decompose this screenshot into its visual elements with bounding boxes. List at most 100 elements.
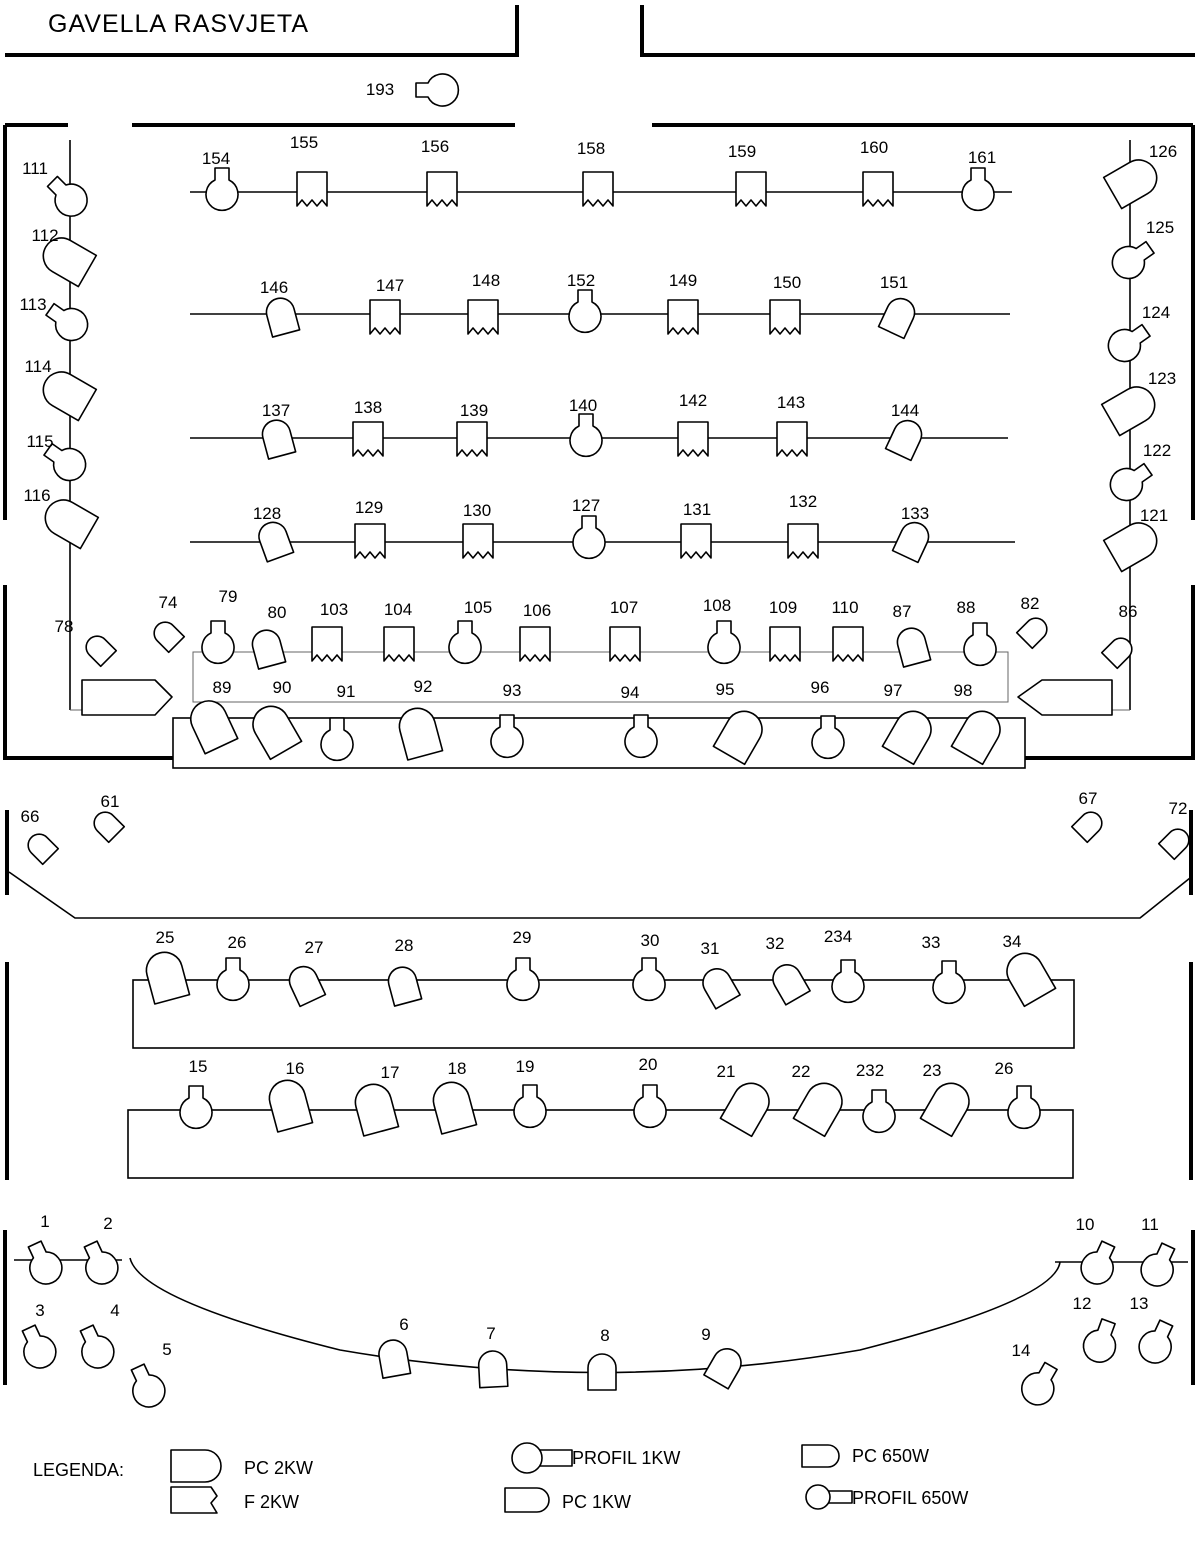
fixture-prof1-icon <box>27 1240 63 1285</box>
fixture-prof1-icon <box>130 1363 166 1408</box>
fixture-155: 155 <box>290 133 328 207</box>
fixture-prof1-icon <box>1080 1240 1116 1285</box>
fixture-label: 5 <box>162 1340 171 1359</box>
fixture-18: 18 <box>432 1059 478 1135</box>
fixture-prof1-icon <box>1111 240 1155 280</box>
fixture-f2-icon <box>677 421 709 457</box>
fixture-label: 20 <box>639 1055 658 1074</box>
fixture-28: 28 <box>387 936 423 1007</box>
fixture-pc2-icon <box>432 1081 478 1135</box>
fixture-label: 143 <box>777 393 805 412</box>
fixture-pc2-icon <box>354 1083 400 1137</box>
fixture-label: 82 <box>1021 594 1040 613</box>
fixture-label: 144 <box>891 401 919 420</box>
fixture-12: 12 <box>1073 1294 1117 1363</box>
fixture-prof1-icon <box>320 717 354 762</box>
legend-label: PC 1KW <box>562 1492 631 1512</box>
fixture-f2-icon <box>667 299 699 335</box>
fixture-93: 93 <box>490 681 524 759</box>
fixture-prof1-icon <box>569 413 603 458</box>
legend-item-prof650: PROFIL 650W <box>805 1484 968 1510</box>
fixture-label: 127 <box>572 496 600 515</box>
fixture-17: 17 <box>354 1063 400 1137</box>
fixture-8: 8 <box>587 1326 617 1391</box>
fixture-label: 12 <box>1073 1294 1092 1313</box>
fixture-pc650-icon <box>153 621 186 654</box>
fixture-25: 25 <box>145 928 191 1005</box>
fixture-prof1-icon <box>633 1084 667 1129</box>
fixture-prof1-icon <box>831 959 865 1004</box>
fixture-234: 234 <box>824 927 865 1004</box>
fixture-prof1-icon <box>83 1240 119 1285</box>
fixture-label: 96 <box>811 678 830 697</box>
fixture-label: 109 <box>769 598 797 617</box>
fixture-label: 15 <box>189 1057 208 1076</box>
fixture-label: 30 <box>641 931 660 950</box>
fixture-prof1-icon <box>79 1324 115 1369</box>
fixture-pc2-icon <box>1100 386 1156 437</box>
fixture-1: 1 <box>27 1212 63 1285</box>
fixture-label: 154 <box>202 149 230 168</box>
fixture-label: 104 <box>384 600 412 619</box>
walls <box>3 5 1195 1385</box>
fixture-label: 121 <box>1140 506 1168 525</box>
fixture-prof1-icon <box>448 620 482 665</box>
fixture-129: 129 <box>354 498 386 559</box>
fixture-pc1-icon <box>884 419 923 462</box>
legend-label: F 2KW <box>244 1492 299 1512</box>
fixture-pc650-icon <box>27 833 60 866</box>
fixture-label: 111 <box>22 159 48 178</box>
fixture-prof1-icon <box>1109 462 1153 502</box>
fixture-26: 26 <box>995 1059 1041 1130</box>
fixture-label: 19 <box>516 1057 535 1076</box>
fixture-label: 155 <box>290 133 318 152</box>
fixture-label: 88 <box>957 598 976 617</box>
fixture-prof1-icon <box>201 620 235 665</box>
fixture-122: 122 <box>1109 441 1171 502</box>
fixture-label: 79 <box>219 587 238 606</box>
fixture-26: 26 <box>216 933 250 1002</box>
fixture-label: 115 <box>26 432 53 451</box>
fixture-27: 27 <box>288 938 327 1008</box>
fixture-pc2-icon <box>1006 952 1057 1008</box>
fixture-f2-icon <box>735 171 767 207</box>
fixture-prof1-icon <box>961 167 995 212</box>
fixture-133: 133 <box>891 504 930 564</box>
fixture-pc2-icon <box>145 951 191 1005</box>
fixture-147: 147 <box>369 276 404 335</box>
fixture-158: 158 <box>577 139 614 207</box>
fixture-232: 232 <box>856 1061 896 1134</box>
fixture-61: 61 <box>93 792 126 844</box>
fixture-21: 21 <box>717 1062 770 1138</box>
fixture-115: 115 <box>26 432 87 482</box>
fixture-label: 151 <box>880 273 908 292</box>
fixture-label: 129 <box>355 498 383 517</box>
fixture-label: 234 <box>824 927 852 946</box>
fixture-pc1-icon <box>877 297 916 340</box>
fixture-23: 23 <box>919 1061 970 1138</box>
fixture-label: 112 <box>31 226 58 245</box>
fixture-f2-icon <box>609 626 641 662</box>
fixture-label: 32 <box>766 934 785 953</box>
fixture-label: 86 <box>1119 602 1138 621</box>
fixture-pc2-icon <box>42 371 98 422</box>
fixture-pc1-icon <box>772 964 811 1006</box>
fixture-143: 143 <box>776 393 808 457</box>
fixture-prof1-icon <box>963 622 997 667</box>
fixture-f2-icon <box>383 626 415 662</box>
fixture-107: 107 <box>609 598 641 662</box>
fixture-label: 125 <box>1146 218 1174 237</box>
fixture-prof1-icon <box>1107 323 1151 363</box>
legend-pc2-icon <box>170 1449 222 1483</box>
fixture-f2-icon <box>862 171 894 207</box>
fixture-label: 18 <box>448 1059 467 1078</box>
fixture-67: 67 <box>1070 789 1103 844</box>
fixture-f2-icon <box>776 421 808 457</box>
fixture-pc2-icon <box>398 707 444 761</box>
fixture-prof1-icon <box>45 302 89 342</box>
fixture-label: 132 <box>789 492 817 511</box>
fixture-f2-icon <box>352 421 384 457</box>
fixture-121: 121 <box>1102 506 1168 573</box>
fixture-160: 160 <box>860 138 894 207</box>
fixture-label: 91 <box>337 682 356 701</box>
